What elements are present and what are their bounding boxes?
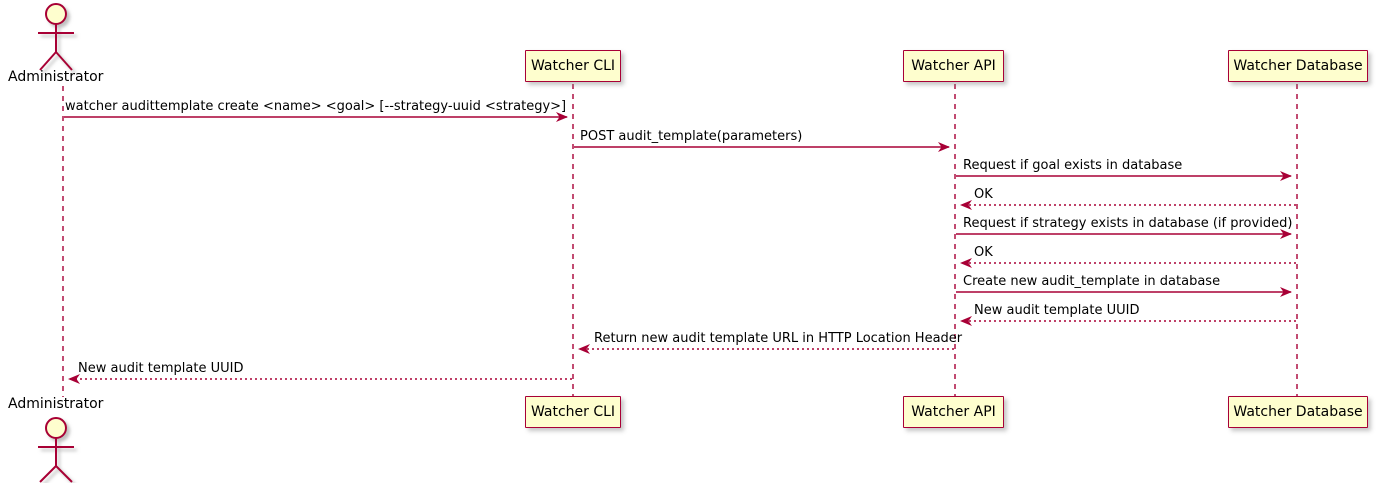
actor-label-top: Administrator [8, 69, 104, 85]
message-label-7: Create new audit_template in database [963, 274, 1221, 289]
actor-leg-left-line [39, 465, 57, 483]
actor-head-icon [45, 417, 67, 439]
message-label-10: New audit template UUID [78, 361, 244, 376]
message-label-3: Request if goal exists in database [963, 158, 1183, 173]
message-label-8: New audit template UUID [974, 303, 1140, 318]
participant-box-watcher-cli-top[interactable]: Watcher CLI [525, 50, 621, 82]
participant-label-watcher-api: Watcher API [911, 58, 996, 74]
actor-leg-right-line [55, 465, 73, 483]
lifelines-group [62, 84, 1298, 397]
participant-label-watcher-database: Watcher Database [1233, 404, 1363, 420]
actor-figure-bottom [38, 417, 74, 483]
message-label-1: watcher audittemplate create <name> <goa… [65, 99, 567, 114]
actor-head-icon [45, 3, 67, 25]
message-label-5: Request if strategy exists in database (… [963, 216, 1293, 231]
participant-box-watcher-api-top[interactable]: Watcher API [903, 50, 1004, 82]
participant-label-watcher-api: Watcher API [911, 404, 996, 420]
actor-figure-top [38, 3, 74, 71]
participant-label-watcher-cli: Watcher CLI [530, 58, 616, 74]
actor-leg-right-line [55, 51, 73, 71]
message-label-4: OK [974, 187, 993, 202]
message-label-9: Return new audit template URL in HTTP Lo… [594, 331, 963, 346]
actor-leg-left-line [39, 51, 57, 71]
participant-box-watcher-cli-bottom[interactable]: Watcher CLI [525, 396, 621, 428]
participant-box-watcher-database-bottom[interactable]: Watcher Database [1228, 396, 1368, 428]
participant-label-watcher-database: Watcher Database [1233, 58, 1363, 74]
message-label-2: POST audit_template(parameters) [580, 129, 803, 144]
participant-label-watcher-cli: Watcher CLI [530, 404, 616, 420]
actor-label-bottom: Administrator [8, 396, 104, 412]
message-label-6: OK [974, 245, 993, 260]
messages-group [64, 112, 1296, 384]
participant-box-watcher-api-bottom[interactable]: Watcher API [903, 396, 1004, 428]
participant-box-watcher-database-top[interactable]: Watcher Database [1228, 50, 1368, 82]
